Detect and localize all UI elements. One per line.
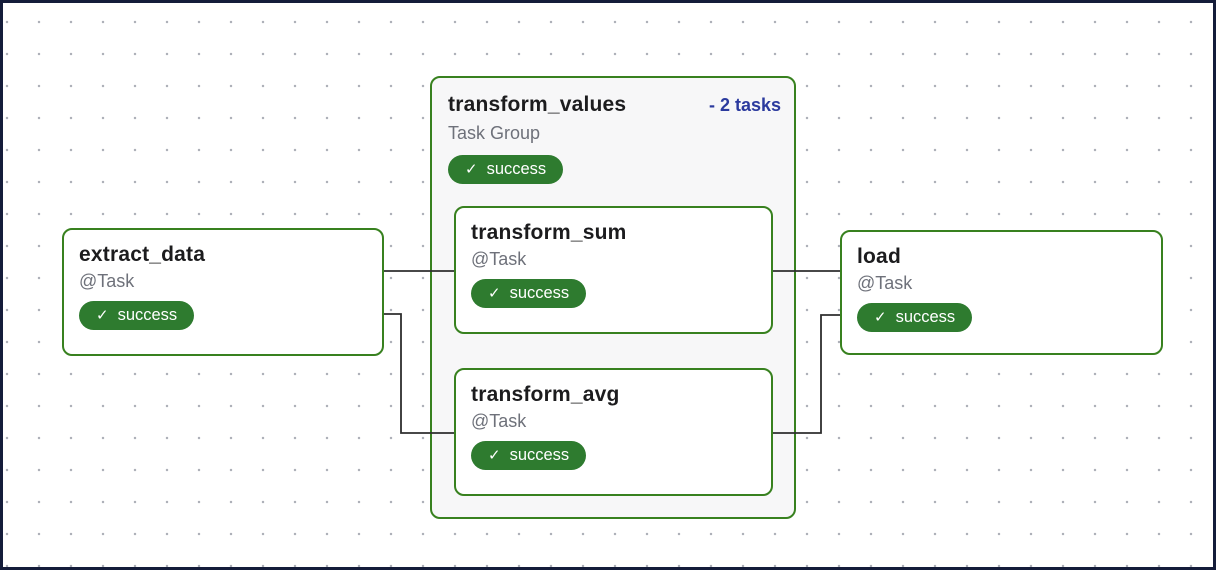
task-type-label: @Task [471,249,527,269]
check-icon: ✓ [488,285,501,302]
status-badge: ✓ success [79,301,195,330]
check-icon: ✓ [874,309,887,326]
status-label: success [895,308,956,326]
task-node-transform_avg[interactable]: transform_avg @Task ✓ success [454,368,773,496]
task-node-load[interactable]: load @Task ✓ success [840,230,1163,355]
task-group-type-label: Task Group [448,123,541,143]
task-group-collapse-toggle[interactable]: - 2 tasks [708,95,781,115]
status-label: success [509,284,570,302]
task-group-header: transform_values - 2 tasks Task Group ✓ … [432,78,794,184]
task-node-transform_sum[interactable]: transform_sum @Task ✓ success [454,206,773,334]
status-label: success [486,160,547,178]
status-badge: ✓ success [471,279,587,308]
status-label: success [117,306,178,324]
check-icon: ✓ [488,447,501,464]
task-group-title: transform_values [448,93,627,116]
task-name: transform_avg [471,383,620,406]
check-icon: ✓ [96,307,109,324]
status-badge: ✓ success [857,303,973,332]
task-name: extract_data [79,243,206,266]
task-name: load [857,245,901,268]
task-name: transform_sum [471,221,627,244]
check-icon: ✓ [465,161,478,178]
task-node-extract_data[interactable]: extract_data @Task ✓ success [62,228,384,356]
status-badge: ✓ success [471,441,587,470]
task-type-label: @Task [857,273,913,293]
status-badge: ✓ success [448,155,564,184]
task-type-label: @Task [471,411,527,431]
status-label: success [509,446,570,464]
task-type-label: @Task [79,271,135,291]
